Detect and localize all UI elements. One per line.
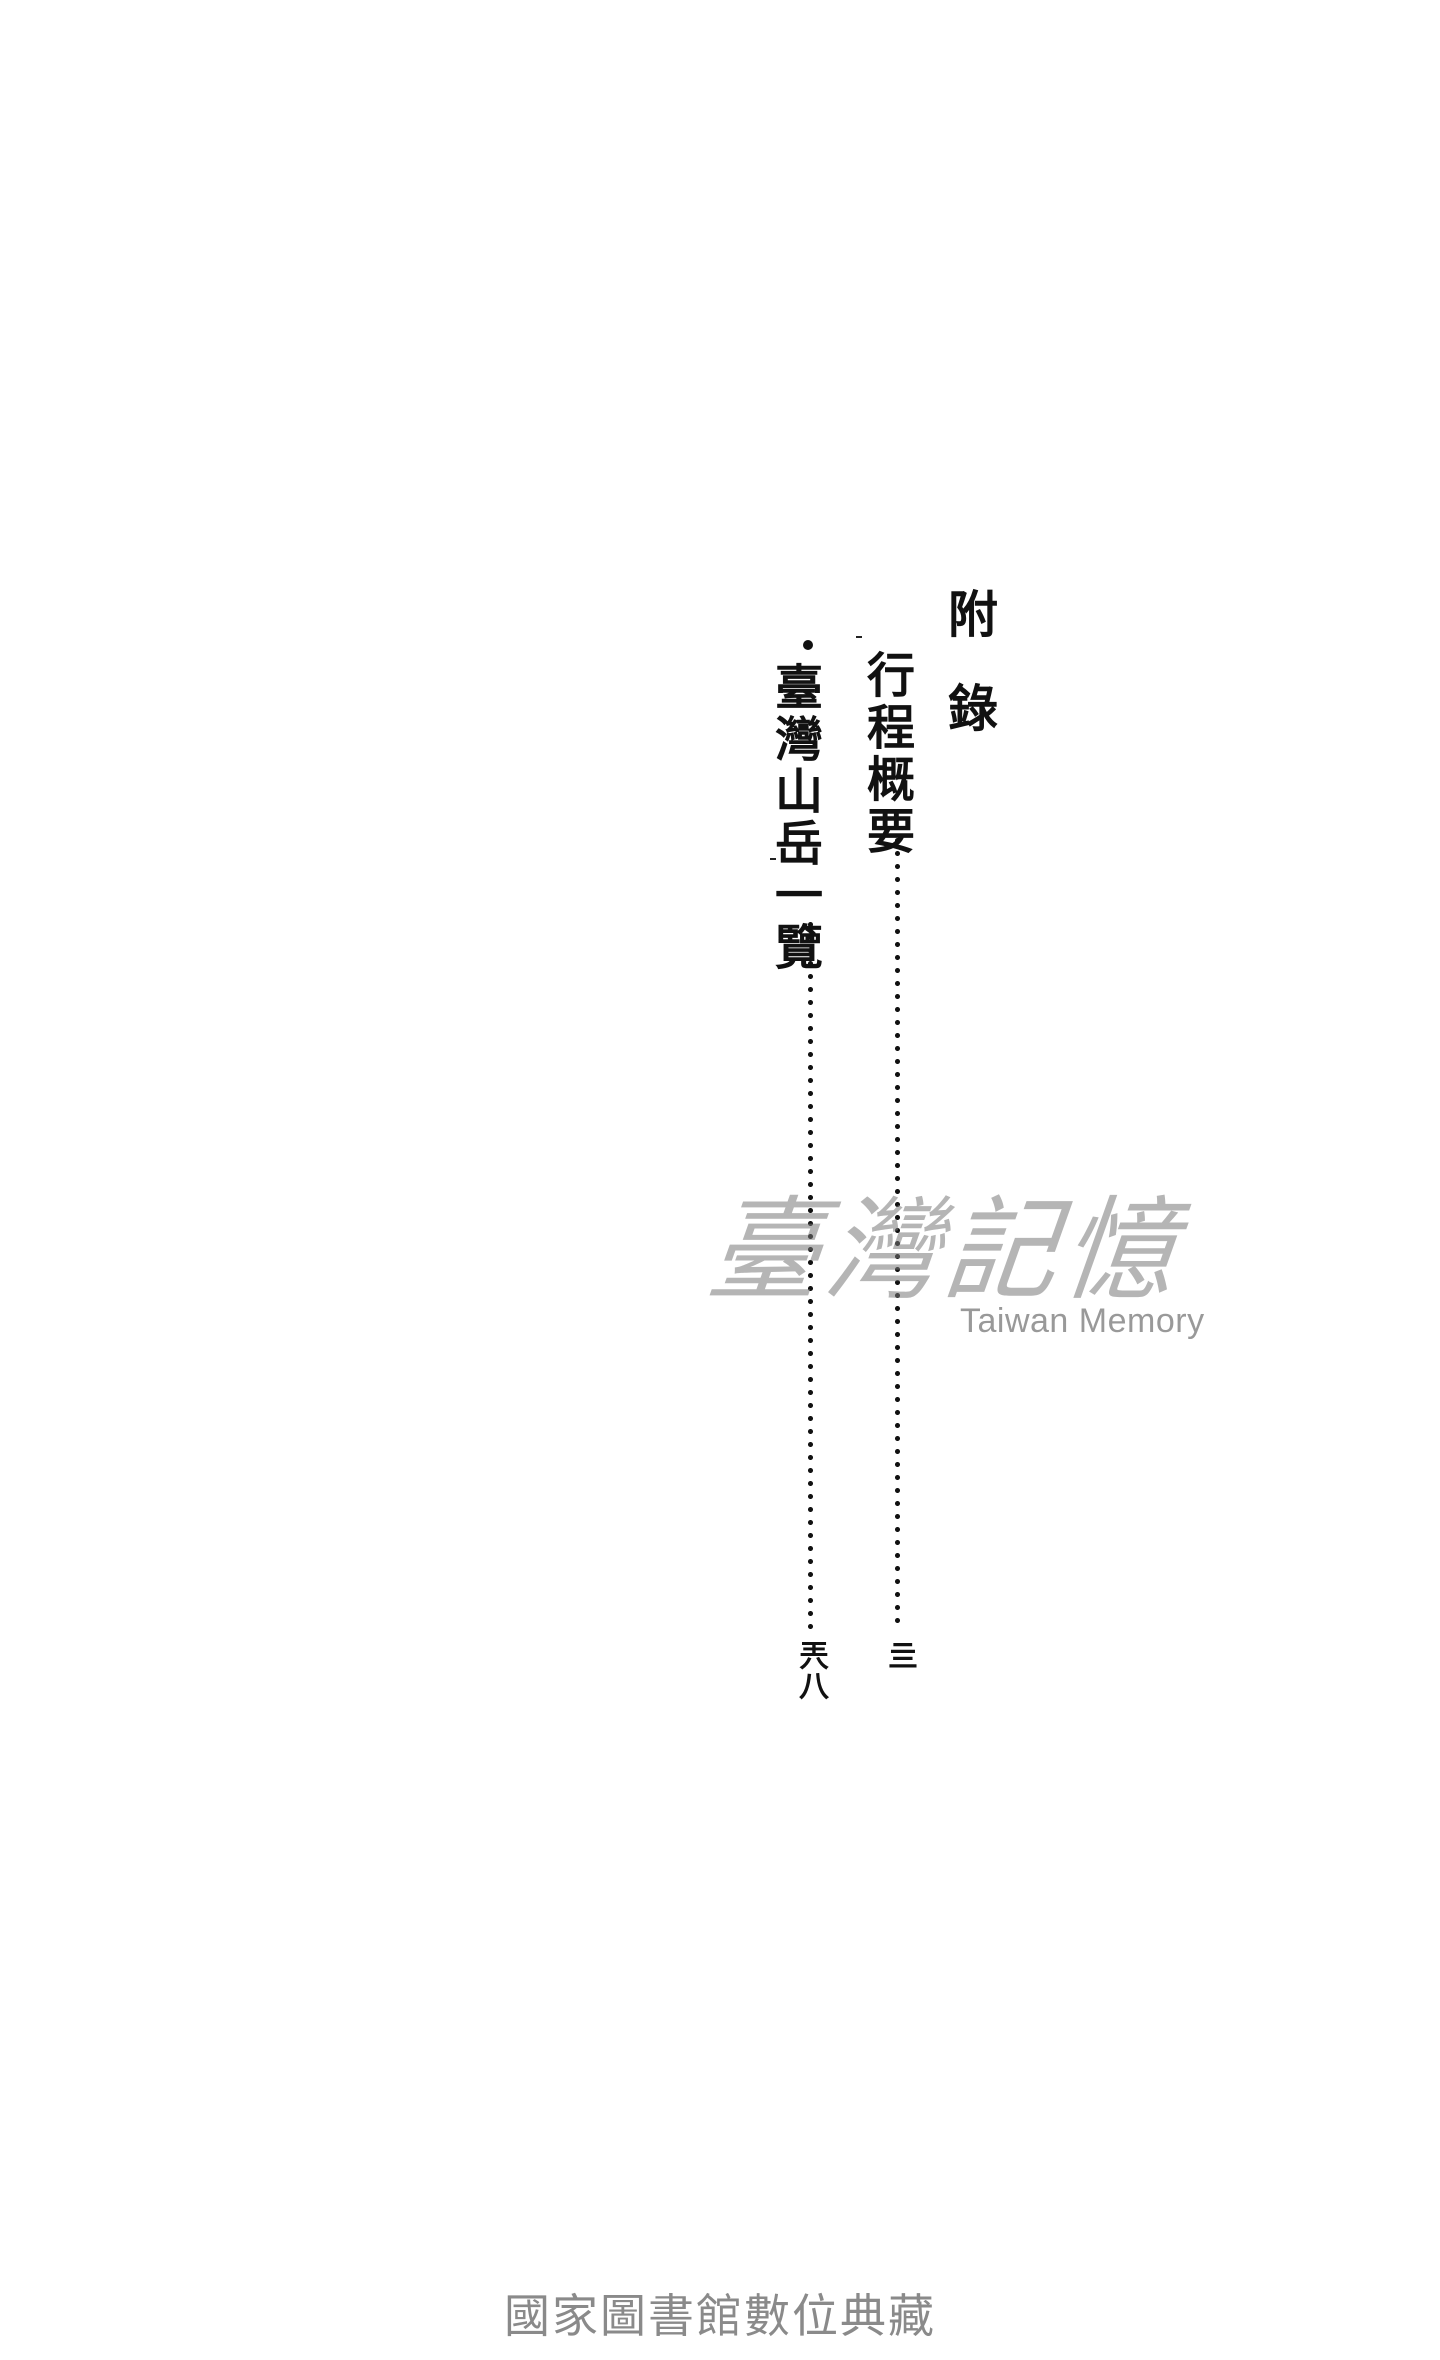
footer-credit: 國家圖書館數位典藏 (504, 2289, 936, 2343)
dot-leader (808, 918, 813, 1630)
taiwan-memory-watermark: 臺灣記憶 Taiwan Memory (702, 1160, 1210, 1350)
print-speck (770, 858, 776, 860)
print-speck (856, 636, 862, 638)
dot-leader (895, 834, 900, 1630)
toc-entry-page: 亖 (882, 1640, 917, 1670)
watermark-subtitle: Taiwan Memory (960, 1302, 1205, 1340)
entry-bullet (803, 640, 813, 650)
toc-entry-title: 行程概要 (858, 650, 914, 858)
appendix-heading: 附錄 (940, 588, 999, 776)
toc-entry-page: 兲八 (793, 1640, 828, 1700)
watermark-logo: 臺灣記憶 (702, 1186, 1188, 1316)
